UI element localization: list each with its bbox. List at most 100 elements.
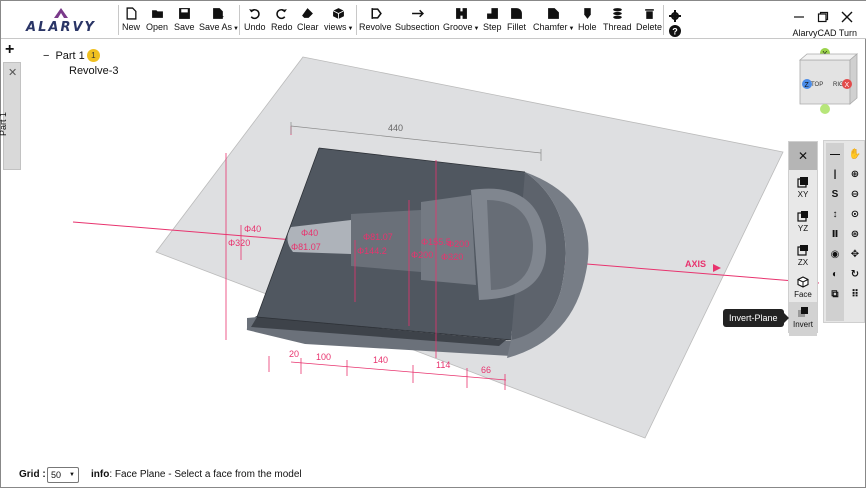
save-as-icon: [213, 8, 225, 19]
invert-plane-button[interactable]: Invert: [789, 302, 817, 336]
dimension-440-line: [290, 122, 542, 161]
tree-part-row[interactable]: − Part 1 1: [43, 49, 119, 62]
grid-select[interactable]: 50 ▼: [47, 467, 79, 483]
3d-viewport[interactable]: AXIS: [1, 40, 866, 460]
origin-ball[interactable]: [820, 104, 830, 114]
toolbar-separator: [356, 5, 357, 35]
dia-label: Φ40: [301, 228, 318, 238]
contrast-icon[interactable]: ◐: [831, 268, 839, 280]
hole-icon: [584, 8, 591, 19]
dia-label: Φ144.2: [357, 246, 387, 256]
dim-20: 20: [289, 349, 299, 359]
chamfer-icon: [548, 8, 560, 19]
chamfer-button[interactable]: Chamfer▼: [533, 7, 574, 37]
axis-arrow: [713, 264, 721, 272]
subsection-icon: [411, 9, 424, 18]
undo-button[interactable]: Undo: [244, 7, 266, 37]
toolbar-separator: [239, 5, 240, 35]
part-tabs-strip: + ✕ Part 1: [0, 40, 23, 170]
collapse-icon[interactable]: −: [43, 49, 50, 62]
step-icon: [486, 8, 498, 19]
save-button[interactable]: Save: [174, 7, 195, 37]
section-icon[interactable]: Ⅱ: [831, 228, 839, 240]
zoom-in-icon[interactable]: ⊕: [850, 168, 860, 180]
delete-button[interactable]: Delete: [636, 7, 662, 37]
dia-label: Φ81.07: [363, 232, 393, 242]
dia-label: Φ81.07: [291, 242, 321, 252]
new-button[interactable]: New: [122, 7, 140, 37]
dim-114: 114: [436, 360, 450, 370]
z-axis-ball[interactable]: [802, 79, 812, 89]
xy-plane-button[interactable]: XY: [789, 172, 817, 206]
info-message: info: Face Plane - Select a face from th…: [91, 469, 302, 480]
maximize-icon[interactable]: [817, 11, 829, 23]
invert-plane-icon: [798, 307, 808, 317]
move-icon[interactable]: ✥: [850, 248, 860, 260]
grid-label: Grid :: [19, 469, 46, 480]
x-axis-ball[interactable]: [842, 79, 852, 89]
revolve-button[interactable]: Revolve: [359, 7, 392, 37]
close-tab-icon[interactable]: ✕: [8, 67, 18, 79]
part-tab[interactable]: ✕ Part 1: [0, 62, 21, 170]
cube-icon: [333, 8, 345, 19]
zoom-out-icon[interactable]: ⊖: [850, 188, 860, 200]
zx-plane-button[interactable]: ZX: [789, 240, 817, 274]
close-icon[interactable]: [841, 11, 853, 23]
chevron-down-icon: ▼: [473, 26, 480, 32]
line-vertical-icon[interactable]: |: [833, 168, 837, 180]
open-button[interactable]: Open: [146, 7, 168, 37]
dia-label: Φ200: [411, 250, 433, 260]
step-button[interactable]: Step: [483, 7, 502, 37]
fillet-button[interactable]: Fillet: [507, 7, 526, 37]
groove-button[interactable]: Groove▼: [443, 7, 479, 37]
svg-text:X: X: [845, 82, 850, 89]
snap-s-icon[interactable]: S: [831, 188, 839, 200]
fillet-icon: [511, 8, 522, 19]
plane-selection-panel: ✕ XY YZ ZX Face Invert: [788, 141, 818, 336]
face-plane-button[interactable]: Face: [789, 272, 817, 306]
vertical-arrow-icon[interactable]: ↕: [832, 208, 838, 220]
dimension-labels: 440 20 100 140 114 66 Φ40 Φ320 Φ40 Φ81.0…: [228, 123, 491, 375]
subsection-button[interactable]: Subsection: [395, 7, 440, 37]
alarvy-logo: ALARVY: [13, 8, 109, 37]
redo-button[interactable]: Redo: [271, 7, 293, 37]
face-plane-icon: [797, 276, 809, 288]
clear-button[interactable]: Clear: [297, 7, 319, 37]
gear-icon[interactable]: [669, 10, 681, 22]
dia-label: Φ155.5: [421, 237, 451, 247]
tree-part-label: Part 1: [55, 49, 85, 62]
dimension-lines: [225, 126, 507, 390]
yz-plane-icon: [797, 211, 808, 222]
add-part-icon[interactable]: +: [5, 41, 15, 58]
logo-mark-icon: [54, 8, 68, 18]
zoom-fit-icon[interactable]: ⊛: [850, 228, 860, 240]
groove-icon: [455, 8, 467, 19]
visibility-eye-icon[interactable]: ◉: [830, 248, 840, 260]
dim-100: 100: [316, 352, 331, 362]
views-button[interactable]: views▼: [324, 7, 353, 37]
save-as-button[interactable]: Save As▼: [199, 7, 239, 37]
line-horizontal-icon[interactable]: —: [830, 148, 840, 160]
redo-icon: [276, 8, 288, 20]
chevron-down-icon: ▼: [69, 472, 75, 478]
grid-dots-icon[interactable]: ⠿: [851, 288, 859, 300]
close-panel-icon[interactable]: ✕: [789, 142, 817, 170]
open-folder-icon: [151, 10, 163, 18]
wireframe-icon[interactable]: ⧉: [831, 288, 839, 300]
rotate-icon[interactable]: ↻: [850, 268, 860, 280]
undo-icon: [249, 8, 260, 20]
view-cube[interactable]: Y Z TOP RIG X: [798, 48, 859, 114]
yz-plane-button[interactable]: YZ: [789, 206, 817, 240]
zoom-window-icon[interactable]: ⊙: [850, 208, 860, 220]
thread-button[interactable]: Thread: [603, 7, 632, 37]
tree-feature-item[interactable]: Revolve-3: [69, 65, 119, 77]
help-icon[interactable]: ?: [669, 25, 681, 37]
pan-hand-icon[interactable]: ✋: [848, 148, 862, 160]
minimize-icon[interactable]: [793, 11, 805, 23]
eraser-icon: [302, 8, 314, 18]
toolbar-separator: [118, 5, 119, 35]
app-title: AlarvyCAD Turn: [792, 28, 857, 38]
hole-button[interactable]: Hole: [578, 7, 597, 37]
zx-plane-icon: [797, 245, 808, 256]
new-file-icon: [126, 7, 136, 20]
